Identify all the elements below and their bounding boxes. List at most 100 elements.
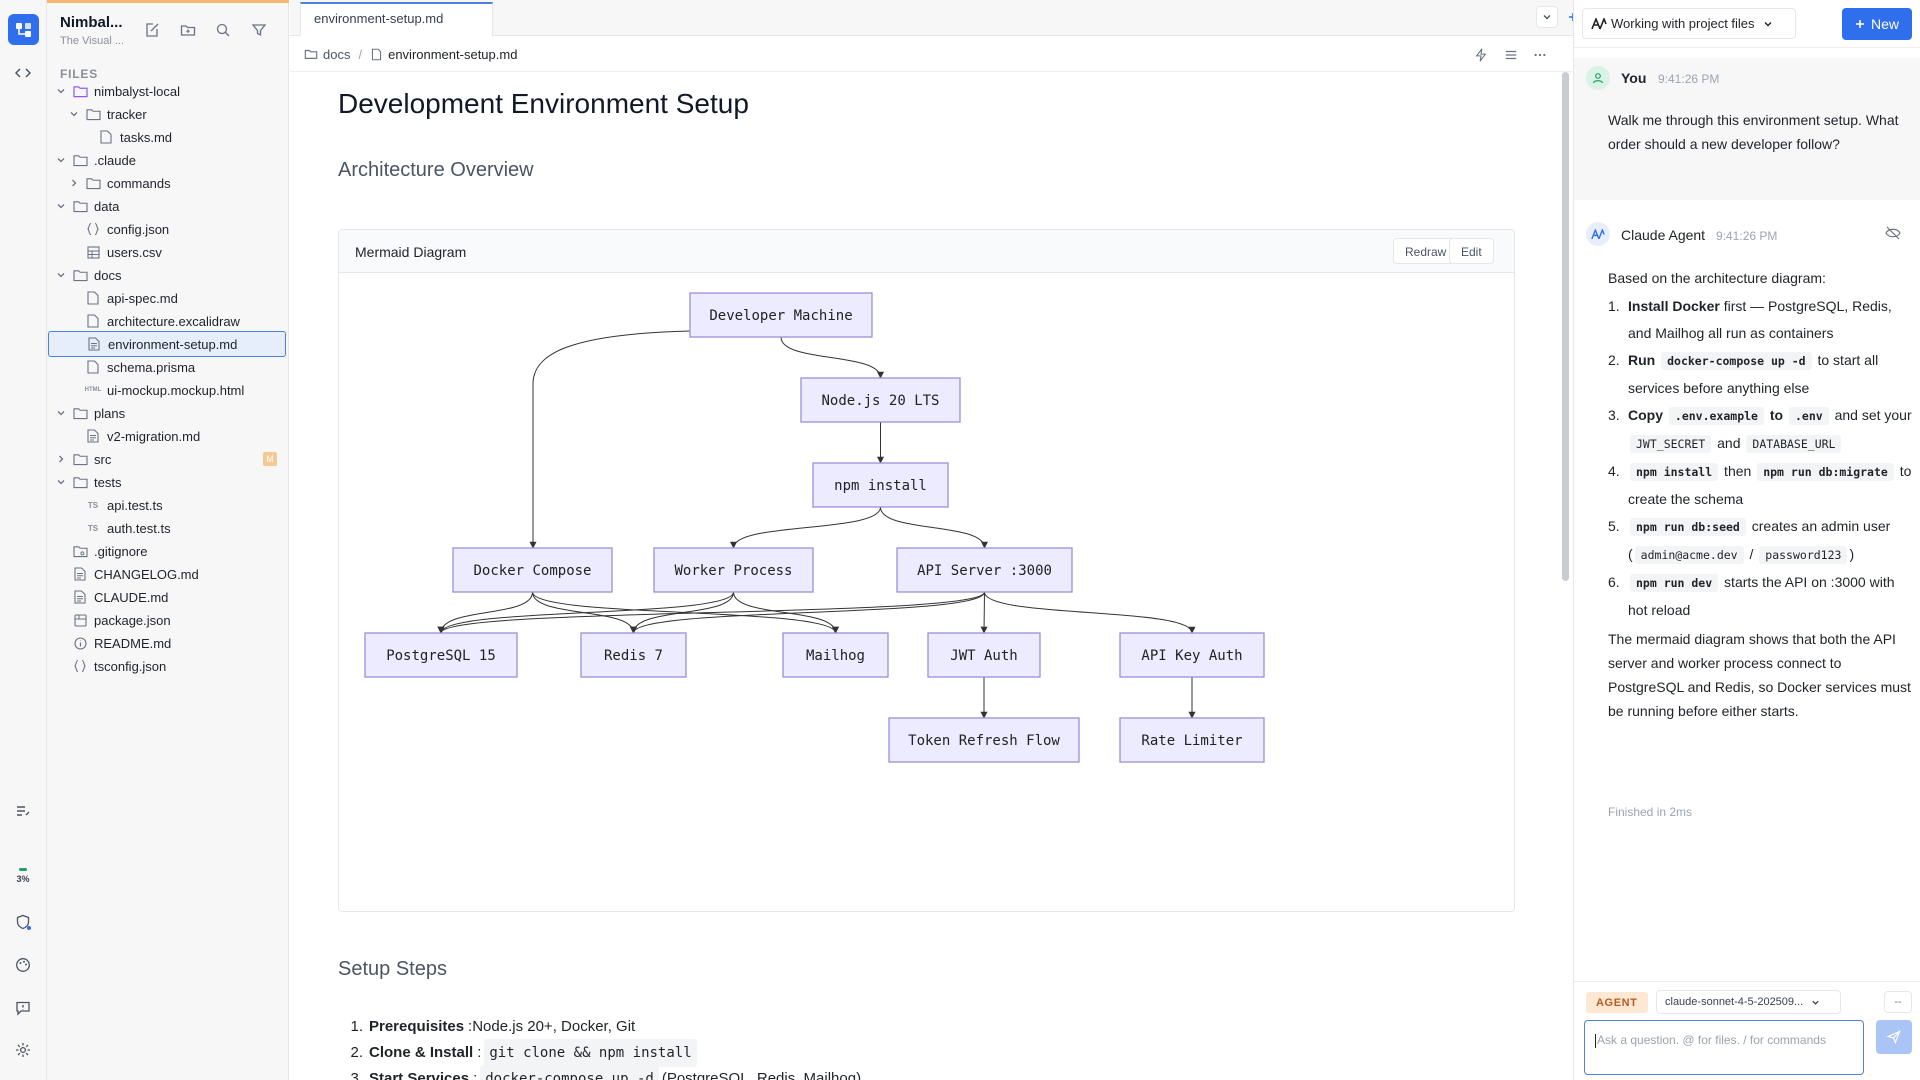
new-file-icon[interactable]: [142, 20, 162, 40]
folder-icon: [85, 106, 101, 122]
redraw-button[interactable]: Redraw: [1393, 238, 1459, 264]
chevron-down-icon[interactable]: [55, 85, 67, 97]
node-label: Rate Limiter: [1141, 733, 1242, 749]
tree-item[interactable]: README.md: [47, 630, 289, 656]
node-dev[interactable]: Developer Machine: [689, 292, 873, 338]
step-text: /: [1745, 546, 1758, 562]
node-mail[interactable]: Mailhog: [782, 632, 889, 678]
app-logo-icon[interactable]: [8, 14, 39, 45]
file-lines-icon: [72, 589, 88, 605]
tree-item[interactable]: environment-setup.md: [48, 331, 286, 357]
shield-icon[interactable]: [12, 911, 34, 933]
tree-item[interactable]: tracker: [47, 101, 289, 127]
tree-item[interactable]: package.json: [47, 607, 289, 633]
tree-item[interactable]: data: [47, 193, 289, 219]
tree-item[interactable]: architecture.excalidraw: [47, 308, 289, 334]
node-rate[interactable]: Rate Limiter: [1119, 717, 1265, 763]
tree-item[interactable]: .gitignore: [47, 538, 289, 564]
context-selector[interactable]: Working with project files: [1582, 8, 1796, 39]
chevron-down-icon[interactable]: [55, 200, 67, 212]
node-label: Docker Compose: [473, 563, 591, 579]
tree-item[interactable]: CHANGELOG.md: [47, 561, 289, 587]
composer-more-button[interactable]: --: [1884, 991, 1912, 1013]
node-label: JWT Auth: [950, 648, 1017, 664]
feedback-icon[interactable]: [12, 997, 34, 1019]
tree-item[interactable]: api-spec.md: [47, 285, 289, 311]
tree-item[interactable]: tsconfig.json: [47, 653, 289, 679]
chevron-right-icon[interactable]: [68, 177, 80, 189]
tree-item[interactable]: users.csv: [47, 239, 289, 265]
tree-item[interactable]: config.json: [47, 216, 289, 242]
palette-icon[interactable]: [12, 954, 34, 976]
new-folder-icon[interactable]: [178, 20, 198, 40]
mode-badge[interactable]: AGENT: [1586, 992, 1648, 1013]
lightning-icon[interactable]: [1472, 46, 1490, 64]
tree-item[interactable]: docs: [47, 262, 289, 288]
tab-environment-setup[interactable]: environment-setup.md: [300, 2, 493, 36]
model-selector[interactable]: claude-sonnet-4-5-202509...: [1656, 990, 1841, 1014]
gear-icon[interactable]: [12, 1039, 34, 1061]
editor-scrollbar[interactable]: [1562, 72, 1569, 581]
tree-item-label: tests: [94, 474, 122, 490]
outline-icon[interactable]: [1502, 46, 1520, 64]
new-chat-button[interactable]: New: [1842, 8, 1912, 40]
tree-item[interactable]: .claude: [47, 147, 289, 173]
tree-item[interactable]: nimbalyst-local: [47, 78, 289, 104]
tree-item-label: .claude: [94, 152, 136, 168]
node-box: [689, 292, 873, 338]
tree-item[interactable]: CLAUDE.md: [47, 584, 289, 610]
send-button[interactable]: [1876, 1020, 1912, 1054]
tree-item[interactable]: v2-migration.md: [47, 423, 289, 449]
node-docker[interactable]: Docker Compose: [452, 547, 613, 593]
filter-icon[interactable]: [249, 20, 269, 40]
chevron-down-icon[interactable]: [55, 269, 67, 281]
tree-item[interactable]: schema.prisma: [47, 354, 289, 380]
breadcrumb-file[interactable]: environment-setup.md: [388, 46, 518, 62]
chevron-down-icon[interactable]: [55, 407, 67, 419]
code-icon[interactable]: [12, 62, 34, 84]
search-icon[interactable]: [213, 20, 233, 40]
node-pg[interactable]: PostgreSQL 15: [364, 632, 518, 678]
node-worker[interactable]: Worker Process: [653, 547, 814, 593]
edit-diagram-button[interactable]: Edit: [1449, 238, 1494, 264]
tree-item[interactable]: tasks.md: [47, 124, 289, 150]
breadcrumb-folder[interactable]: docs: [323, 46, 351, 62]
more-actions-icon[interactable]: [1531, 46, 1549, 64]
node-redis[interactable]: Redis 7: [580, 632, 687, 678]
chat-input[interactable]: Ask a question. @ for files. / for comma…: [1584, 1020, 1864, 1075]
tree-item[interactable]: plans: [47, 400, 289, 426]
node-api[interactable]: API Server :3000: [896, 547, 1073, 593]
tab-list-button[interactable]: [1536, 6, 1558, 28]
hide-icon[interactable]: [1885, 226, 1901, 243]
chevron-down-icon[interactable]: [55, 154, 67, 166]
node-jwt[interactable]: JWT Auth: [927, 632, 1041, 678]
edit-list-icon[interactable]: [12, 800, 34, 822]
mermaid-header: Mermaid Diagram Redraw Edit: [339, 230, 1514, 273]
node-node[interactable]: Node.js 20 LTS: [800, 377, 961, 423]
step-text: first — PostgreSQL, Redis, and Mailhog a…: [1628, 298, 1892, 341]
modified-badge: M: [263, 452, 277, 466]
edge-worker-redis: [630, 591, 734, 634]
file-icon: [98, 129, 114, 145]
edge-dev-docker: [529, 330, 691, 549]
node-label: Node.js 20 LTS: [821, 393, 939, 409]
tree-item[interactable]: tests: [47, 469, 289, 495]
inline-code: .env.example: [1668, 407, 1764, 425]
chevron-right-icon[interactable]: [55, 453, 67, 465]
node-npm[interactable]: npm install: [812, 462, 949, 508]
file-explorer: Nimbal... The Visual ... FILES nimbalyst…: [47, 0, 289, 1080]
agent-step-6: 6.npm run dev starts the API on :3000 wi…: [1608, 569, 1913, 624]
node-refresh[interactable]: Token Refresh Flow: [888, 717, 1080, 763]
workspace-name[interactable]: Nimbal...: [60, 14, 123, 31]
tree-item[interactable]: commands: [47, 170, 289, 196]
page-title: Development Environment Setup: [338, 88, 749, 119]
agent-message-time: 9:41:26 PM: [1716, 229, 1778, 243]
chevron-down-icon[interactable]: [68, 108, 80, 120]
chevron-down-icon[interactable]: [55, 476, 67, 488]
context-label: Working with project files: [1611, 16, 1755, 31]
node-apikey[interactable]: API Key Auth: [1119, 632, 1265, 678]
